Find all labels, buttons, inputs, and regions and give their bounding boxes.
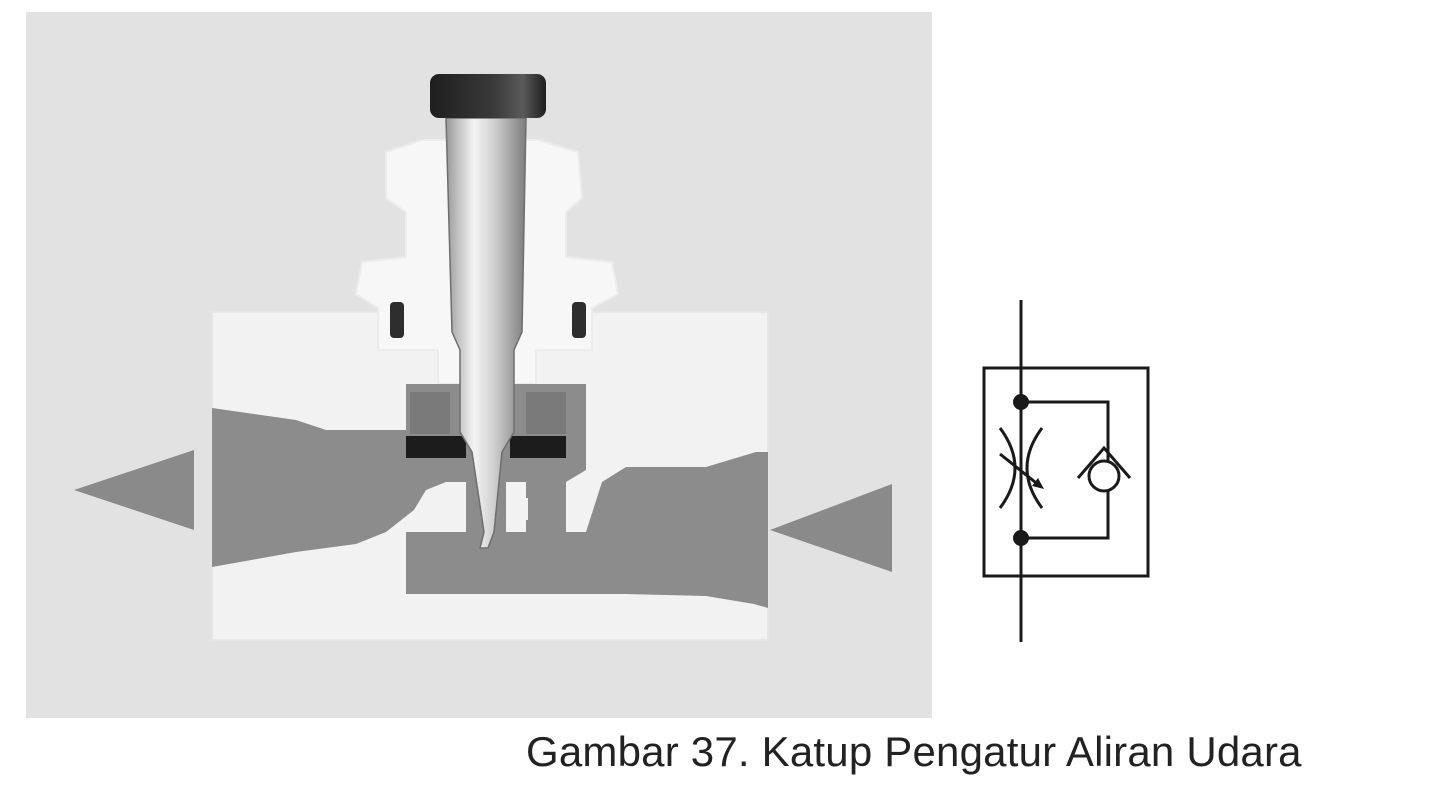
valve-cutaway-svg (26, 12, 932, 718)
symbol-enclosure (982, 366, 1150, 578)
junction-bottom (1013, 530, 1029, 546)
adjustable-arrow-head (1032, 478, 1044, 489)
valve-cutaway-illustration (26, 12, 932, 718)
adjusting-knob (430, 74, 546, 118)
flow-channel-right (406, 452, 768, 608)
check-valve-seat (1076, 445, 1132, 479)
adjusting-stem (445, 117, 527, 549)
flow-channel-left (212, 408, 446, 567)
valve-symbol-svg (982, 300, 1150, 642)
seat-port-left (446, 498, 460, 520)
seat-port-right (514, 498, 528, 520)
flow-arrow-left (74, 450, 194, 530)
seat-holder-right (526, 392, 566, 434)
flow-arrow-right (770, 484, 892, 572)
flow-control-valve-symbol (960, 290, 1180, 660)
adjustable-arrow-line (999, 452, 1041, 488)
seal-right (572, 302, 586, 338)
seat-ring-right (510, 436, 566, 458)
figure-caption: Gambar 37. Katup Pengatur Aliran Udara (526, 728, 1302, 775)
junction-top (1013, 394, 1029, 410)
seal-left (390, 302, 404, 338)
seat-holder-left (410, 392, 450, 434)
check-valve-ball (1087, 459, 1121, 493)
seat-ring-left (406, 436, 466, 458)
throttle-curve-left (998, 427, 1017, 509)
throttle-curve-right (1025, 427, 1044, 509)
